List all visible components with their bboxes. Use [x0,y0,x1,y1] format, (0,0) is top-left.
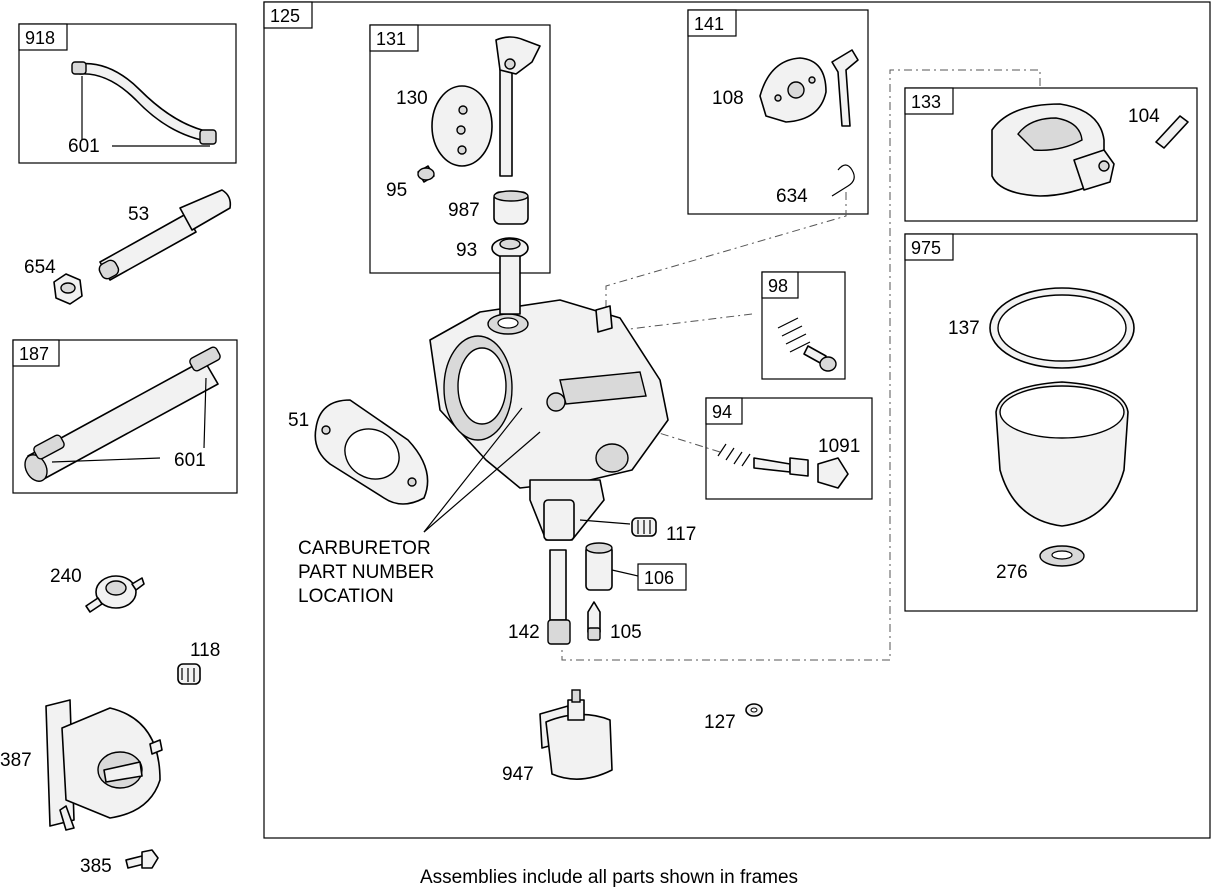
part-label-240: 240 [50,566,82,587]
part-240: 240 [50,566,145,613]
part-label-117: 117 [666,524,696,545]
frame-label-131: 131 [376,29,406,49]
frame-label-918: 918 [25,28,55,48]
assembly-187: 187 601 [12,339,238,494]
part-654: 654 [24,257,83,305]
part-label-93: 93 [456,240,477,261]
part-947: 947 [502,689,613,785]
frame-label-141: 141 [694,14,724,34]
part-142: 142 [508,549,571,645]
part-label-127: 127 [704,712,736,733]
assembly-106: 106 [585,542,687,591]
part-51: 51 [288,399,429,505]
part-label-142: 142 [508,622,540,643]
assembly-125: 125 [263,1,1211,839]
assembly-133: 133 104 [904,87,1198,222]
part-label-95: 95 [386,180,407,201]
part-387: 387 [0,699,163,831]
part-label-108: 108 [712,88,744,109]
carburetor-body [429,255,669,541]
part-53: 53 [98,189,232,281]
part-label-1091: 1091 [818,436,860,457]
part-label-137: 137 [948,318,980,339]
assembly-918: 918 601 [18,23,237,164]
part-label-601-b: 601 [174,450,206,471]
part-label-601-a: 601 [68,136,100,157]
part-385: 385 [80,849,159,877]
frame-label-94: 94 [712,402,732,422]
frame-label-98: 98 [768,276,788,296]
part-label-385: 385 [80,856,112,877]
assembly-141: 141 108 634 [687,9,869,215]
assemblies-caption: Assemblies include all parts shown in fr… [420,867,798,888]
frame-label-106: 106 [644,568,674,588]
part-label-104: 104 [1128,106,1160,127]
part-127: 127 [704,703,763,733]
part-label-276: 276 [996,562,1028,583]
frame-label-187: 187 [19,344,49,364]
part-number-location-note: CARBURETOR PART NUMBER LOCATION [298,407,541,607]
part-label-387: 387 [0,750,32,771]
part-label-130: 130 [396,88,428,109]
assembly-94: 94 1091 [705,397,873,500]
part-label-53: 53 [128,204,149,225]
assembly-guides [539,69,1041,661]
part-118: 118 [177,640,220,685]
assembly-131: 131 130 95 987 93 [369,24,551,274]
part-label-947: 947 [502,764,534,785]
part-label-654: 654 [24,257,56,278]
frame-label-125: 125 [270,6,300,26]
part-117: 117 [579,517,696,545]
part-label-51: 51 [288,410,309,431]
part-label-634: 634 [776,186,808,207]
assembly-975: 975 137 276 [904,233,1198,612]
part-label-987: 987 [448,200,480,221]
frame-label-133: 133 [911,92,941,112]
frame-label-975: 975 [911,238,941,258]
note-line-1: CARBURETOR [298,538,431,559]
part-105: 105 [587,601,642,643]
note-line-2: PART NUMBER [298,562,434,583]
part-label-118: 118 [190,640,220,661]
part-label-105: 105 [610,622,642,643]
note-line-3: LOCATION [298,586,394,607]
assembly-98: 98 [761,271,846,380]
